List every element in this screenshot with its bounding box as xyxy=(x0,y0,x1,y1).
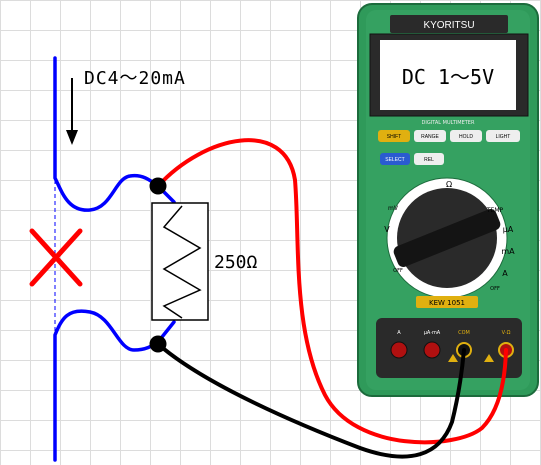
svg-text:mA: mA xyxy=(501,247,515,256)
svg-text:A: A xyxy=(397,330,401,336)
meter-button-select[interactable] xyxy=(380,153,410,165)
svg-text:LIGHT: LIGHT xyxy=(496,134,511,140)
positive-test-lead xyxy=(156,138,508,445)
junction-dot-top xyxy=(149,177,167,195)
svg-text:V: V xyxy=(384,225,390,234)
svg-text:mV: mV xyxy=(388,205,399,212)
svg-text:COM: COM xyxy=(458,330,470,336)
multimeter: KYORITSU DC 1～5V DIGITAL MULTIMETER SHIF… xyxy=(357,3,539,397)
meter-model: KEW 1051 xyxy=(429,299,465,307)
meter-dial[interactable]: Ω TEMP μA mA A OFF OFF V mV xyxy=(384,177,515,299)
svg-text:μA: μA xyxy=(503,225,514,234)
svg-text:V·Ω: V·Ω xyxy=(502,330,511,336)
svg-text:OFF: OFF xyxy=(490,286,500,292)
meter-terminal-panel xyxy=(376,318,522,378)
meter-button-hold[interactable] xyxy=(450,130,482,142)
svg-text:TEMP: TEMP xyxy=(486,207,504,214)
meter-display-text: DC 1～5V xyxy=(402,65,494,89)
terminal-labels: A μA·mA COM V·Ω xyxy=(397,330,510,336)
meter-button-shift[interactable] xyxy=(378,130,410,142)
negative-test-lead xyxy=(156,342,466,459)
svg-text:OFF: OFF xyxy=(393,268,403,274)
current-arrow-icon xyxy=(66,78,78,145)
meter-button-row-1: SHIFT RANGE HOLD LIGHT xyxy=(378,130,520,142)
cut-mark-icon xyxy=(29,228,83,287)
svg-text:SELECT: SELECT xyxy=(385,157,404,163)
meter-brand: KYORITSU xyxy=(423,20,474,31)
svg-text:A: A xyxy=(502,269,508,278)
loop-wire-bottom xyxy=(53,309,160,462)
meter-button-light[interactable] xyxy=(486,130,520,142)
meter-button-row-2: SELECT REL xyxy=(380,153,444,165)
meter-button-range[interactable] xyxy=(414,130,446,142)
svg-text:REL: REL xyxy=(424,157,434,163)
terminal-ua-ma[interactable] xyxy=(423,341,441,359)
meter-display xyxy=(380,40,516,110)
dial-labels: Ω TEMP μA mA A OFF OFF V mV xyxy=(384,180,515,292)
terminal-a[interactable] xyxy=(390,341,408,359)
resistor-zigzag xyxy=(162,205,202,319)
resistor-label: 250Ω xyxy=(214,252,258,273)
resistor xyxy=(151,202,209,321)
svg-text:μA·mA: μA·mA xyxy=(424,330,441,336)
svg-text:HOLD: HOLD xyxy=(459,134,473,140)
svg-text:RANGE: RANGE xyxy=(421,134,439,140)
current-label: DC4～20mA xyxy=(84,68,186,89)
svg-text:SHIFT: SHIFT xyxy=(387,134,401,140)
junction-dot-bottom xyxy=(149,335,167,353)
loop-wire-top xyxy=(53,56,160,212)
meter-subtitle: DIGITAL MULTIMETER xyxy=(422,120,475,126)
svg-text:Ω: Ω xyxy=(446,180,452,189)
meter-button-rel[interactable] xyxy=(414,153,444,165)
